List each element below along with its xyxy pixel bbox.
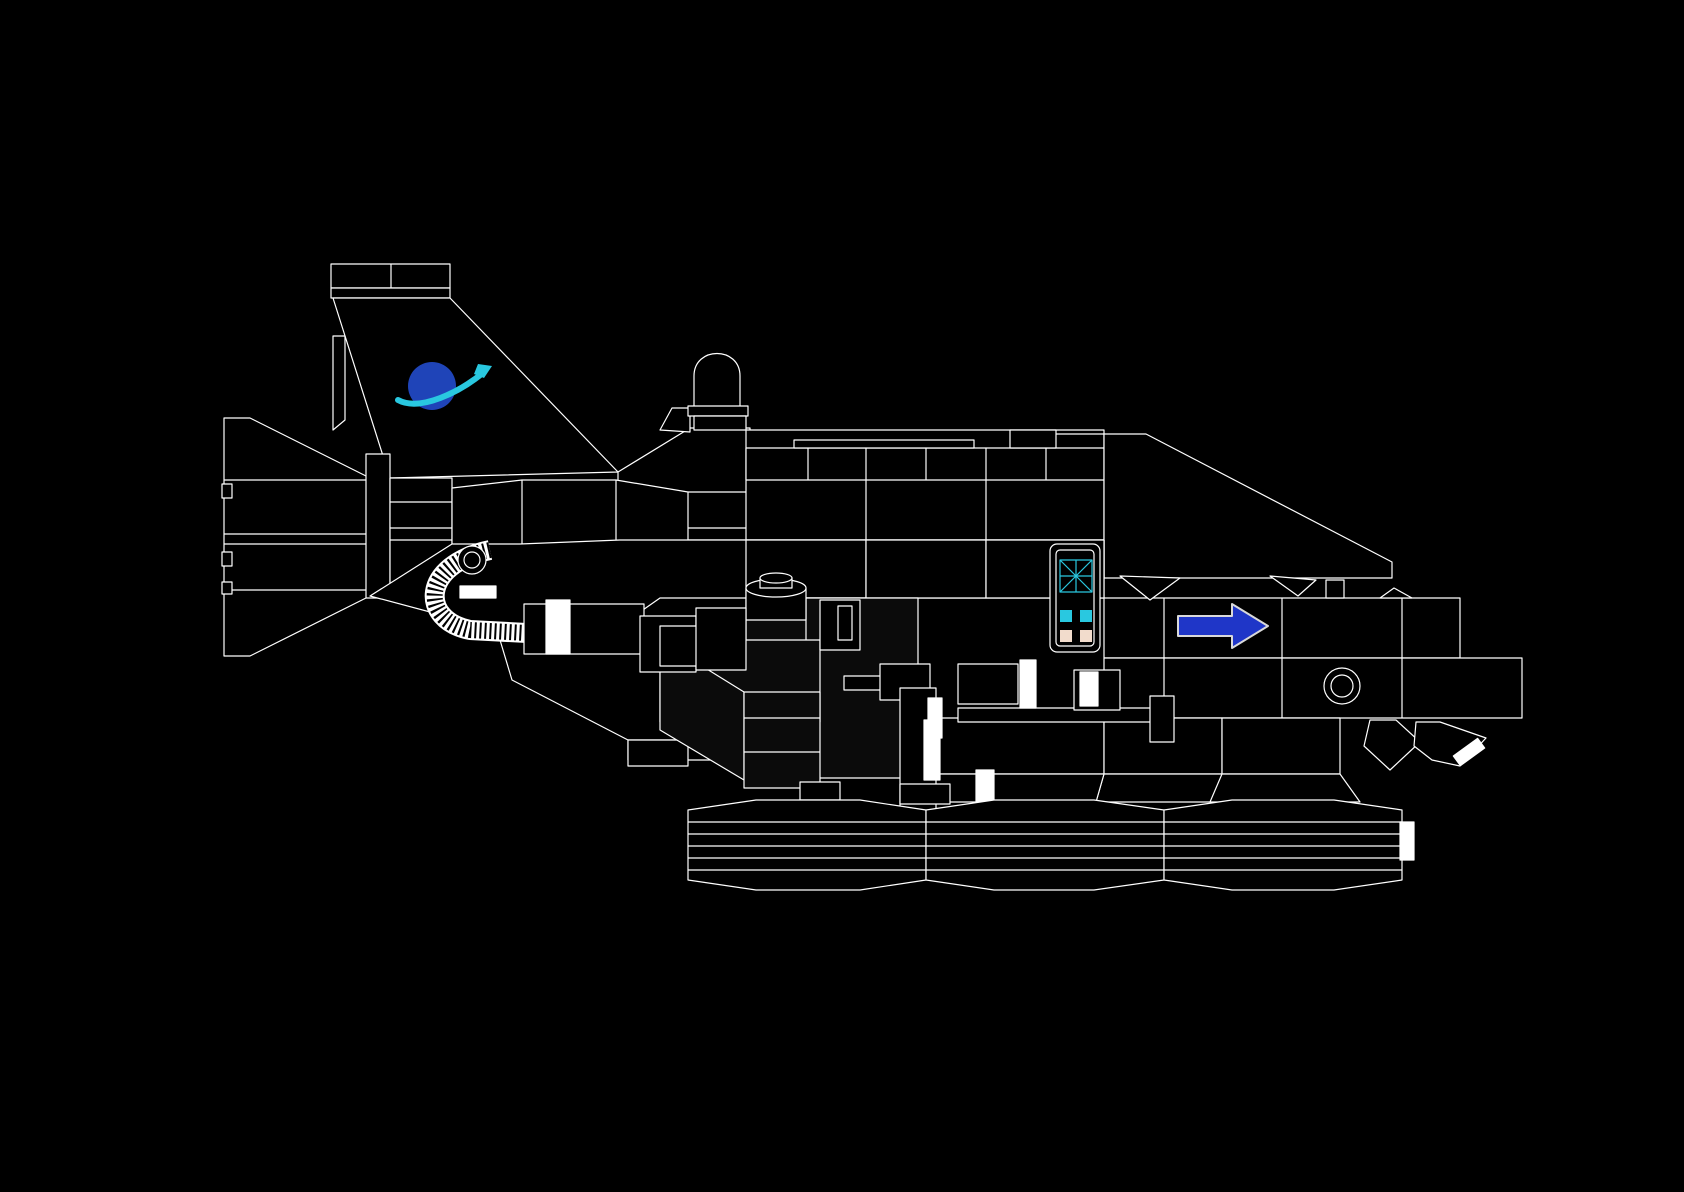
direction-arrow-icon (1177, 603, 1269, 649)
rear-engine (221, 417, 453, 657)
tail-fin (330, 263, 619, 479)
classic-space-logo-icon (395, 362, 492, 410)
main-body (369, 539, 1523, 767)
control-panel-icon (1049, 543, 1101, 653)
track-base (687, 799, 1415, 891)
upper-hull (617, 353, 1393, 579)
lower-machinery (799, 659, 1361, 829)
front-section (1119, 575, 1487, 771)
flexible-hose (424, 540, 747, 673)
